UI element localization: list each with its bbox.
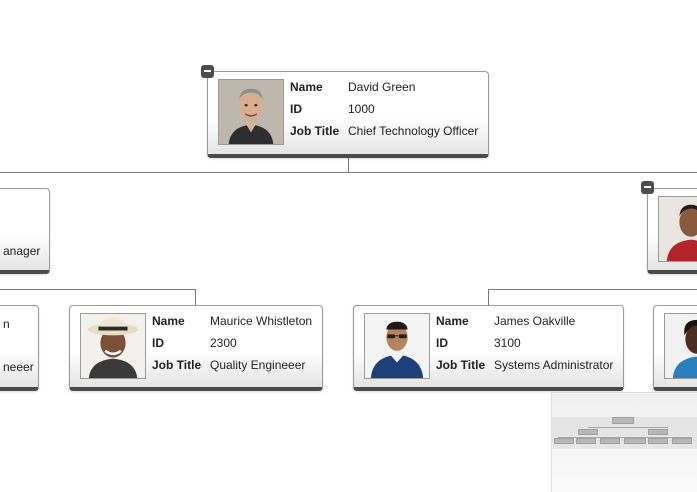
minimap-node <box>578 429 598 435</box>
minimap-node <box>672 438 692 444</box>
minimap-connector <box>588 427 668 428</box>
name-label: Name <box>152 314 185 328</box>
connector-right-children <box>488 289 697 290</box>
collapse-minus-icon[interactable] <box>201 65 214 78</box>
org-card-child-1[interactable]: Name Maurice Whistleton ID 2300 Job Title Q… <box>69 305 323 391</box>
minimap-node <box>624 438 646 444</box>
id-label: ID <box>152 336 164 350</box>
job-title-value: Quality Engineeer <box>210 358 306 372</box>
job-title-value: Chief Technology Officer <box>348 124 479 138</box>
name-label: Name <box>436 314 469 328</box>
job-title-label: Job Title <box>152 358 202 372</box>
name-label: Name <box>290 80 323 94</box>
job-title-value: Systems Administrator <box>494 358 614 372</box>
org-card-left-child[interactable]: n neeer <box>0 305 39 391</box>
minimap-node <box>648 429 668 435</box>
connector-root-down <box>348 157 349 173</box>
org-card-child-2[interactable]: Name James Oakville ID 3100 Job Title Syste… <box>353 305 624 391</box>
id-value: 1000 <box>348 102 375 116</box>
job-title-value: neeer <box>3 360 34 374</box>
connector-level1-horizontal <box>0 172 697 173</box>
employee-photo <box>664 313 697 379</box>
org-card-right-manager[interactable] <box>647 188 697 274</box>
minimap-node <box>600 438 620 444</box>
job-title-label: Job Title <box>290 124 340 138</box>
employee-photo <box>218 79 284 145</box>
employee-photo <box>80 313 146 379</box>
minimap-connector <box>558 437 692 438</box>
org-card-root[interactable]: Name David Green ID 1000 Job Title Chief Te… <box>207 71 489 158</box>
name-value: n <box>3 317 10 331</box>
connector-right-child1-down <box>488 289 489 305</box>
minimap-node <box>576 438 596 444</box>
employee-photo <box>658 196 697 262</box>
overview-minimap[interactable] <box>551 392 697 492</box>
id-label: ID <box>436 336 448 350</box>
org-card-right-child[interactable] <box>653 305 697 391</box>
connector-left-child2-down <box>195 289 196 305</box>
employee-photo <box>364 313 430 379</box>
name-value: James Oakville <box>494 314 576 328</box>
id-label: ID <box>290 102 302 116</box>
job-title-label: Job Title <box>436 358 486 372</box>
job-title-value: anager <box>3 244 41 258</box>
minimap-node <box>648 438 668 444</box>
connector-left-children <box>0 289 196 290</box>
minimap-node <box>612 417 634 424</box>
minimap-node <box>554 438 574 444</box>
id-value: 2300 <box>210 336 237 350</box>
name-value: Maurice Whistleton <box>210 314 313 328</box>
id-value: 3100 <box>494 336 521 350</box>
collapse-minus-icon[interactable] <box>641 181 654 194</box>
org-card-left-manager[interactable]: anager <box>0 188 50 274</box>
name-value: David Green <box>348 80 416 94</box>
